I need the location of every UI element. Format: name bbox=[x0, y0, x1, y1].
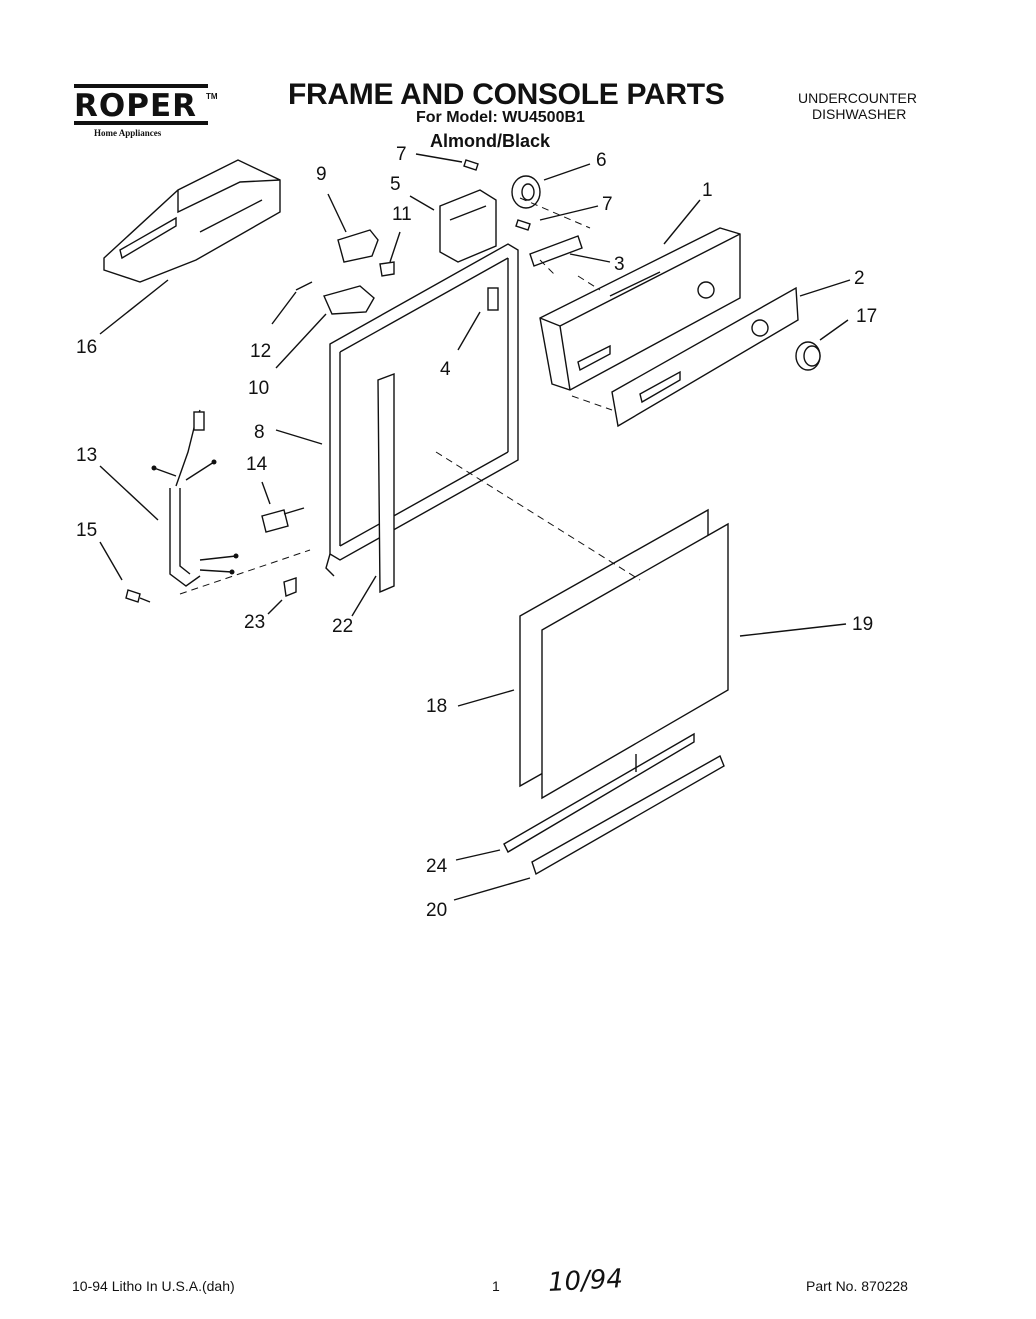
callout-17: 17 bbox=[856, 306, 877, 327]
part-13-harness bbox=[151, 409, 239, 587]
callout-7-right: 7 bbox=[602, 194, 613, 215]
color-variant: Almond/Black bbox=[430, 131, 551, 151]
part-3-bracket bbox=[529, 235, 583, 267]
callout-19: 19 bbox=[852, 614, 873, 635]
callout-3: 3 bbox=[614, 254, 625, 275]
logo-trademark: TM bbox=[206, 92, 218, 101]
callout-10: 10 bbox=[248, 378, 269, 399]
callout-6: 6 bbox=[596, 150, 607, 171]
part-23-clip bbox=[283, 577, 297, 597]
part-1-console bbox=[539, 227, 741, 391]
part-9-latch bbox=[337, 229, 379, 263]
part-12-pin bbox=[295, 281, 313, 291]
assembly-line bbox=[179, 549, 311, 595]
part-24-trim bbox=[503, 732, 695, 853]
callout-14: 14 bbox=[246, 454, 268, 475]
part-7-screws bbox=[463, 159, 531, 231]
logo-bottom-rule bbox=[74, 121, 208, 125]
callout-20: 20 bbox=[426, 900, 447, 921]
assembly-line bbox=[577, 275, 601, 291]
callout-23: 23 bbox=[244, 612, 265, 633]
part-16-cover bbox=[103, 159, 281, 283]
part-15-screw bbox=[125, 589, 151, 603]
callout-1: 1 bbox=[702, 180, 713, 201]
part-22-strip bbox=[377, 372, 395, 594]
logo-subtitle: Home Appliances bbox=[94, 128, 162, 138]
callout-2: 2 bbox=[854, 268, 865, 289]
assembly-line bbox=[435, 451, 641, 581]
callout-15: 15 bbox=[76, 520, 97, 541]
part-6-selector bbox=[511, 175, 541, 209]
part-5-switch bbox=[439, 189, 497, 263]
assembly-line bbox=[539, 259, 557, 277]
callout-8: 8 bbox=[254, 422, 265, 443]
callout-7-top: 7 bbox=[396, 144, 407, 165]
part-2-trim bbox=[611, 286, 799, 428]
callout-5: 5 bbox=[390, 174, 401, 195]
part-11-clip bbox=[379, 261, 395, 277]
logo-top-rule bbox=[74, 84, 208, 88]
assembly-line bbox=[519, 197, 591, 229]
callout-18: 18 bbox=[426, 696, 447, 717]
page-number: 1 bbox=[492, 1278, 500, 1294]
assembly-line bbox=[571, 395, 613, 411]
callout-13: 13 bbox=[76, 445, 97, 466]
part-19-panel bbox=[541, 522, 729, 800]
appliance-type-line2: DISHWASHER bbox=[812, 106, 907, 122]
callout-11: 11 bbox=[392, 204, 412, 225]
part-8-frame bbox=[325, 243, 519, 577]
callout-4: 4 bbox=[440, 359, 451, 380]
part-17-knob bbox=[795, 341, 821, 371]
roper-logo: ROPER bbox=[74, 88, 197, 124]
part-number: Part No. 870228 bbox=[806, 1278, 908, 1294]
callout-12: 12 bbox=[250, 341, 271, 362]
handwritten-date: 10/94 bbox=[547, 1264, 624, 1298]
callout-24: 24 bbox=[426, 856, 448, 877]
callout-9: 9 bbox=[316, 164, 327, 185]
model-number: For Model: WU4500B1 bbox=[416, 109, 585, 126]
callout-22: 22 bbox=[332, 616, 353, 637]
part-20-trim bbox=[531, 754, 725, 876]
appliance-type-line1: UNDERCOUNTER bbox=[798, 90, 917, 106]
callout-16: 16 bbox=[76, 337, 97, 358]
print-info: 10-94 Litho In U.S.A.(dah) bbox=[72, 1278, 235, 1294]
leader-lines bbox=[99, 153, 851, 901]
page-title: FRAME AND CONSOLE PARTS bbox=[288, 78, 725, 111]
part-10-strike bbox=[323, 285, 375, 315]
part-14-connector bbox=[261, 507, 305, 533]
